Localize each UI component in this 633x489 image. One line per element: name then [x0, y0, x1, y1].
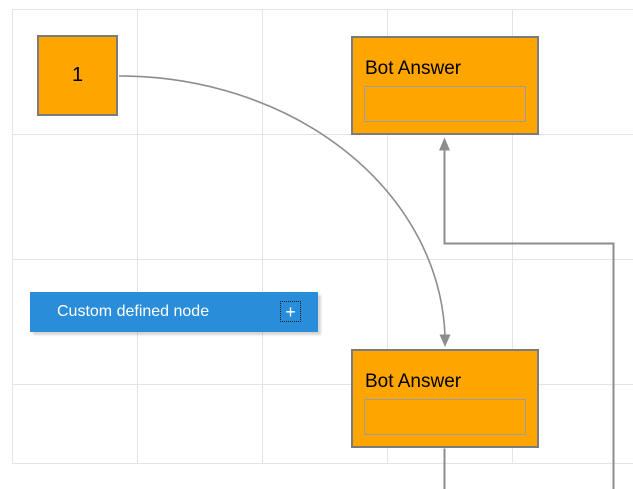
node-custom-defined[interactable]: Custom defined node +: [30, 292, 318, 332]
node-bot-answer-bottom-title: Bot Answer: [365, 371, 462, 392]
node-bot-answer-top-textbox[interactable]: [364, 86, 526, 122]
connector-curve[interactable]: [118, 75, 451, 347]
node-start[interactable]: 1: [37, 35, 118, 116]
node-bot-answer-bottom[interactable]: Bot Answer: [351, 349, 539, 448]
connector-orthogonal-arrowhead-up: [439, 137, 450, 151]
add-node-button[interactable]: +: [280, 301, 301, 322]
node-custom-defined-label: Custom defined node: [57, 303, 210, 320]
plus-icon: +: [285, 301, 296, 322]
node-bot-answer-bottom-textbox[interactable]: [364, 399, 526, 435]
node-bot-answer-top-title: Bot Answer: [365, 58, 462, 79]
node-bot-answer-top[interactable]: Bot Answer: [351, 36, 539, 135]
node-start-label: 1: [71, 64, 84, 86]
connector-orthogonal[interactable]: [439, 137, 615, 489]
connector-curve-arrowhead-down: [439, 334, 451, 347]
